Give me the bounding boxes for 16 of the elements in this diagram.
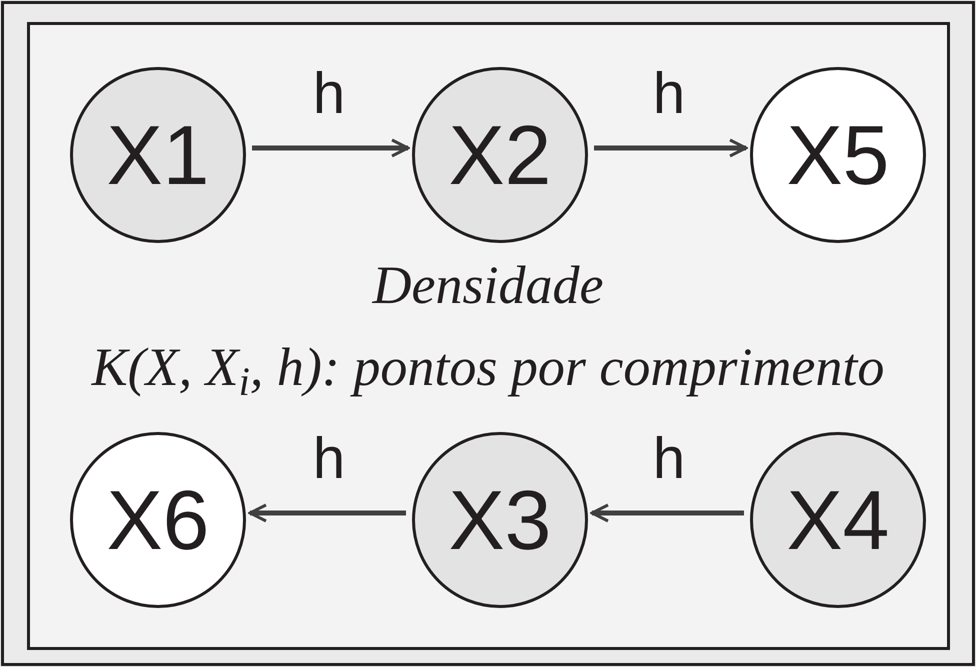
node-label: X3	[448, 478, 552, 562]
arrow	[252, 138, 410, 158]
node-label: X2	[448, 113, 552, 197]
caption-text: Densidade	[372, 258, 604, 312]
arrow	[248, 504, 406, 522]
caption-text: K(X, X$_{i}$, h): pontos por comprimento	[92, 340, 884, 394]
edge-label: h	[312, 430, 346, 488]
edge-label: h	[652, 430, 686, 488]
arrow	[594, 138, 748, 158]
node-label: X1	[106, 113, 210, 197]
node-label: X4	[786, 478, 890, 562]
arrow	[590, 504, 744, 522]
edge-label: h	[652, 65, 686, 123]
node-label: X6	[106, 478, 210, 562]
edge-label: h	[312, 65, 346, 123]
node-label: X5	[786, 113, 890, 197]
